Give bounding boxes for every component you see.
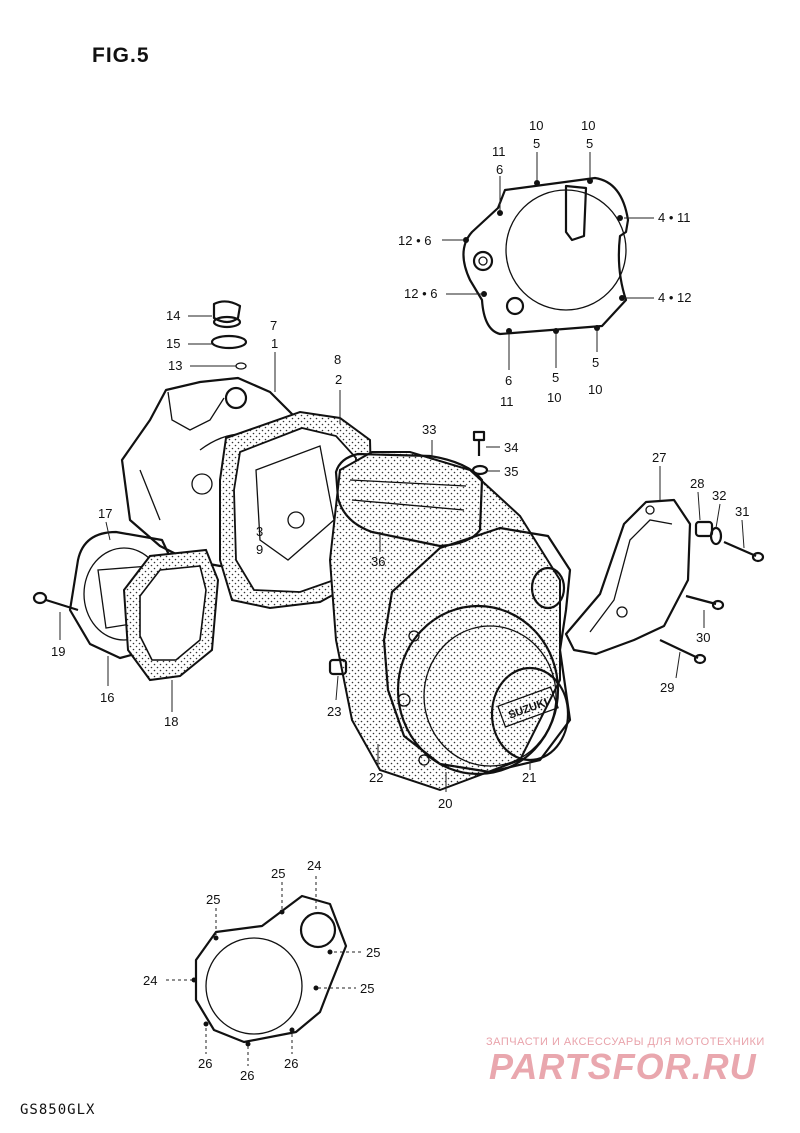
leader-lines <box>59 152 745 1066</box>
callout: 26 <box>240 1068 254 1083</box>
generator-cover-gasket <box>328 451 561 792</box>
callout: 14 <box>166 308 180 323</box>
callout: 11 <box>492 144 506 159</box>
callout: 30 <box>696 630 710 645</box>
watermark-tagline: ЗАПЧАСТИ И АКСЕССУАРЫ ДЛЯ МОТОТЕХНИКИ <box>486 1036 765 1048</box>
callout: 24 <box>307 858 321 873</box>
breather-cover-33 <box>334 452 484 548</box>
callout: 35 <box>504 464 518 479</box>
dowel-pin-23 <box>328 658 348 676</box>
top-cover-plate <box>462 176 630 336</box>
watermark-logo: PARTSFOR.RU <box>489 1046 757 1087</box>
callout: 8 <box>334 352 341 367</box>
callout: 25 <box>271 866 285 881</box>
plate-bolt-heads <box>463 178 625 334</box>
callout: 9 <box>256 542 263 557</box>
callout: 1 <box>271 336 278 351</box>
callout: 16 <box>100 690 114 705</box>
callout: 12 • 6 <box>398 233 431 248</box>
callout: 27 <box>652 450 666 465</box>
callout: 23 <box>327 704 341 719</box>
callout: 28 <box>690 476 704 491</box>
callout: 2 <box>335 372 342 387</box>
callout: 6 <box>505 373 512 388</box>
callout: 33 <box>422 422 436 437</box>
callout: 17 <box>98 506 112 521</box>
callout: 31 <box>735 504 749 519</box>
callout: 26 <box>284 1056 298 1071</box>
figure-title: FIG.5 <box>92 44 150 67</box>
callout: 26 <box>198 1056 212 1071</box>
callout: 21 <box>522 770 536 785</box>
callout: 5 <box>552 370 559 385</box>
generator-cover-20: SUZUKI <box>382 526 572 776</box>
callout: 7 <box>270 318 277 333</box>
callout: 20 <box>438 796 452 811</box>
callout: 19 <box>51 644 65 659</box>
callout: 4 • 12 <box>658 290 691 305</box>
callout: 29 <box>660 680 674 695</box>
sprocket-cover-27 <box>564 498 692 656</box>
callout: 25 <box>360 981 374 996</box>
bottom-cover-plate <box>191 894 348 1047</box>
bolt-19 <box>32 591 79 612</box>
callout: 25 <box>366 945 380 960</box>
callout: 10 <box>529 118 543 133</box>
callout: 32 <box>712 488 726 503</box>
callout: 36 <box>371 554 385 569</box>
callout: 15 <box>166 336 180 351</box>
sprocket-cover-bolts <box>659 520 765 665</box>
callout: 13 <box>168 358 182 373</box>
callout: 4 • 11 <box>658 210 691 225</box>
callout: 24 <box>143 973 157 988</box>
callout: 5 <box>533 136 540 151</box>
callout: 25 <box>206 892 220 907</box>
left-gasket-18 <box>122 548 220 682</box>
callout: 11 <box>500 394 514 409</box>
model-code: GS850GLX <box>20 1102 96 1118</box>
callout: 10 <box>547 390 561 405</box>
callout: 3 <box>256 524 263 539</box>
callout: 10 <box>581 118 595 133</box>
callout: 22 <box>369 770 383 785</box>
callout: 5 <box>592 355 599 370</box>
callout: 5 <box>586 136 593 151</box>
callout: 6 <box>496 162 503 177</box>
bolt-34-washer-35 <box>471 430 489 476</box>
oil-filler-cap-group <box>210 300 248 370</box>
callout-labels: 10 5 10 5 11 6 12 • 6 4 • 11 12 • 6 4 • … <box>51 118 749 1083</box>
callout: 12 • 6 <box>404 286 437 301</box>
callout: 18 <box>164 714 178 729</box>
callout: 34 <box>504 440 518 455</box>
callout: 10 <box>588 382 602 397</box>
